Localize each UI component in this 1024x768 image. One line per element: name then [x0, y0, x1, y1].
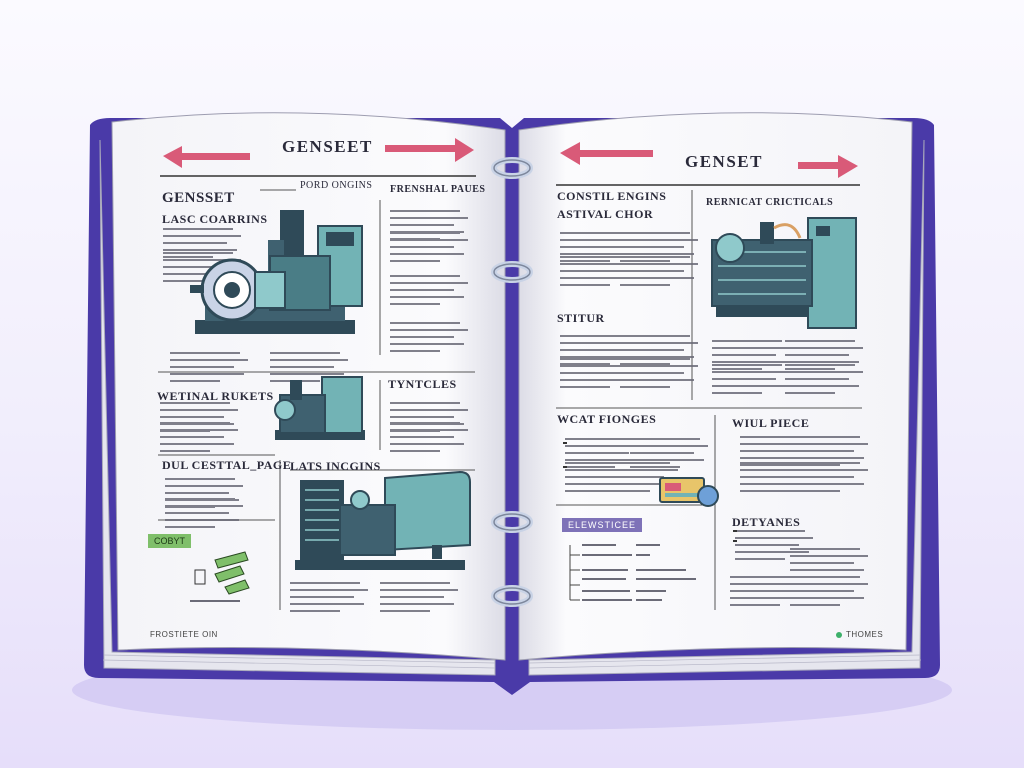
left-section-1: LASC COARRINS [162, 212, 268, 226]
green-dot-icon [836, 631, 842, 638]
left-section-2: WETINAL RUKETS [157, 389, 274, 403]
engine-illustration-1 [190, 210, 363, 334]
panel-card-illustration [659, 477, 719, 507]
right-tag: ELEWSTICEE [562, 518, 643, 532]
right-section-2: RERNICAT CRICTICALS [706, 197, 834, 208]
left-subtitle-right: FRENSHAL PAUES [390, 184, 486, 195]
left-tag: COBYT [148, 534, 192, 548]
right-section-3: STITUR [557, 311, 605, 325]
left-arrow-forward [385, 138, 474, 162]
engine-illustration-2 [274, 376, 365, 440]
parts-legend-figure [190, 551, 250, 602]
left-page-title: GENSSET [162, 190, 235, 206]
left-subtitle-top: PORD ONGINS [300, 180, 373, 191]
engine-illustration-4 [711, 217, 857, 329]
right-section-5: WIUL PIECE [732, 416, 810, 430]
right-section-1: CONSTIL ENGINS [557, 189, 667, 203]
left-footer: FROSTIETE OIN [150, 630, 218, 639]
right-section-1-sub: ASTIVAL CHOR [557, 207, 654, 221]
right-arrow-forward [798, 155, 858, 178]
right-header-title: GENSET [685, 152, 763, 171]
right-footer-label: THOMES [846, 630, 884, 639]
left-section-5: LATS INCGINS [290, 459, 381, 473]
left-header-title: GENSEET [282, 137, 373, 156]
left-section-4: DUL CESTTAL_PAGE [162, 458, 292, 472]
right-arrow-back [560, 142, 653, 165]
left-arrow-back [163, 146, 250, 168]
right-section-4: WCAT FIONGES [557, 412, 657, 426]
right-footer: THOMES [836, 630, 883, 639]
right-section-6: DETYANES [732, 515, 801, 529]
left-section-3: TYNTCLES [388, 377, 457, 391]
spec-tree [569, 545, 580, 601]
engine-illustration-3 [295, 470, 471, 570]
